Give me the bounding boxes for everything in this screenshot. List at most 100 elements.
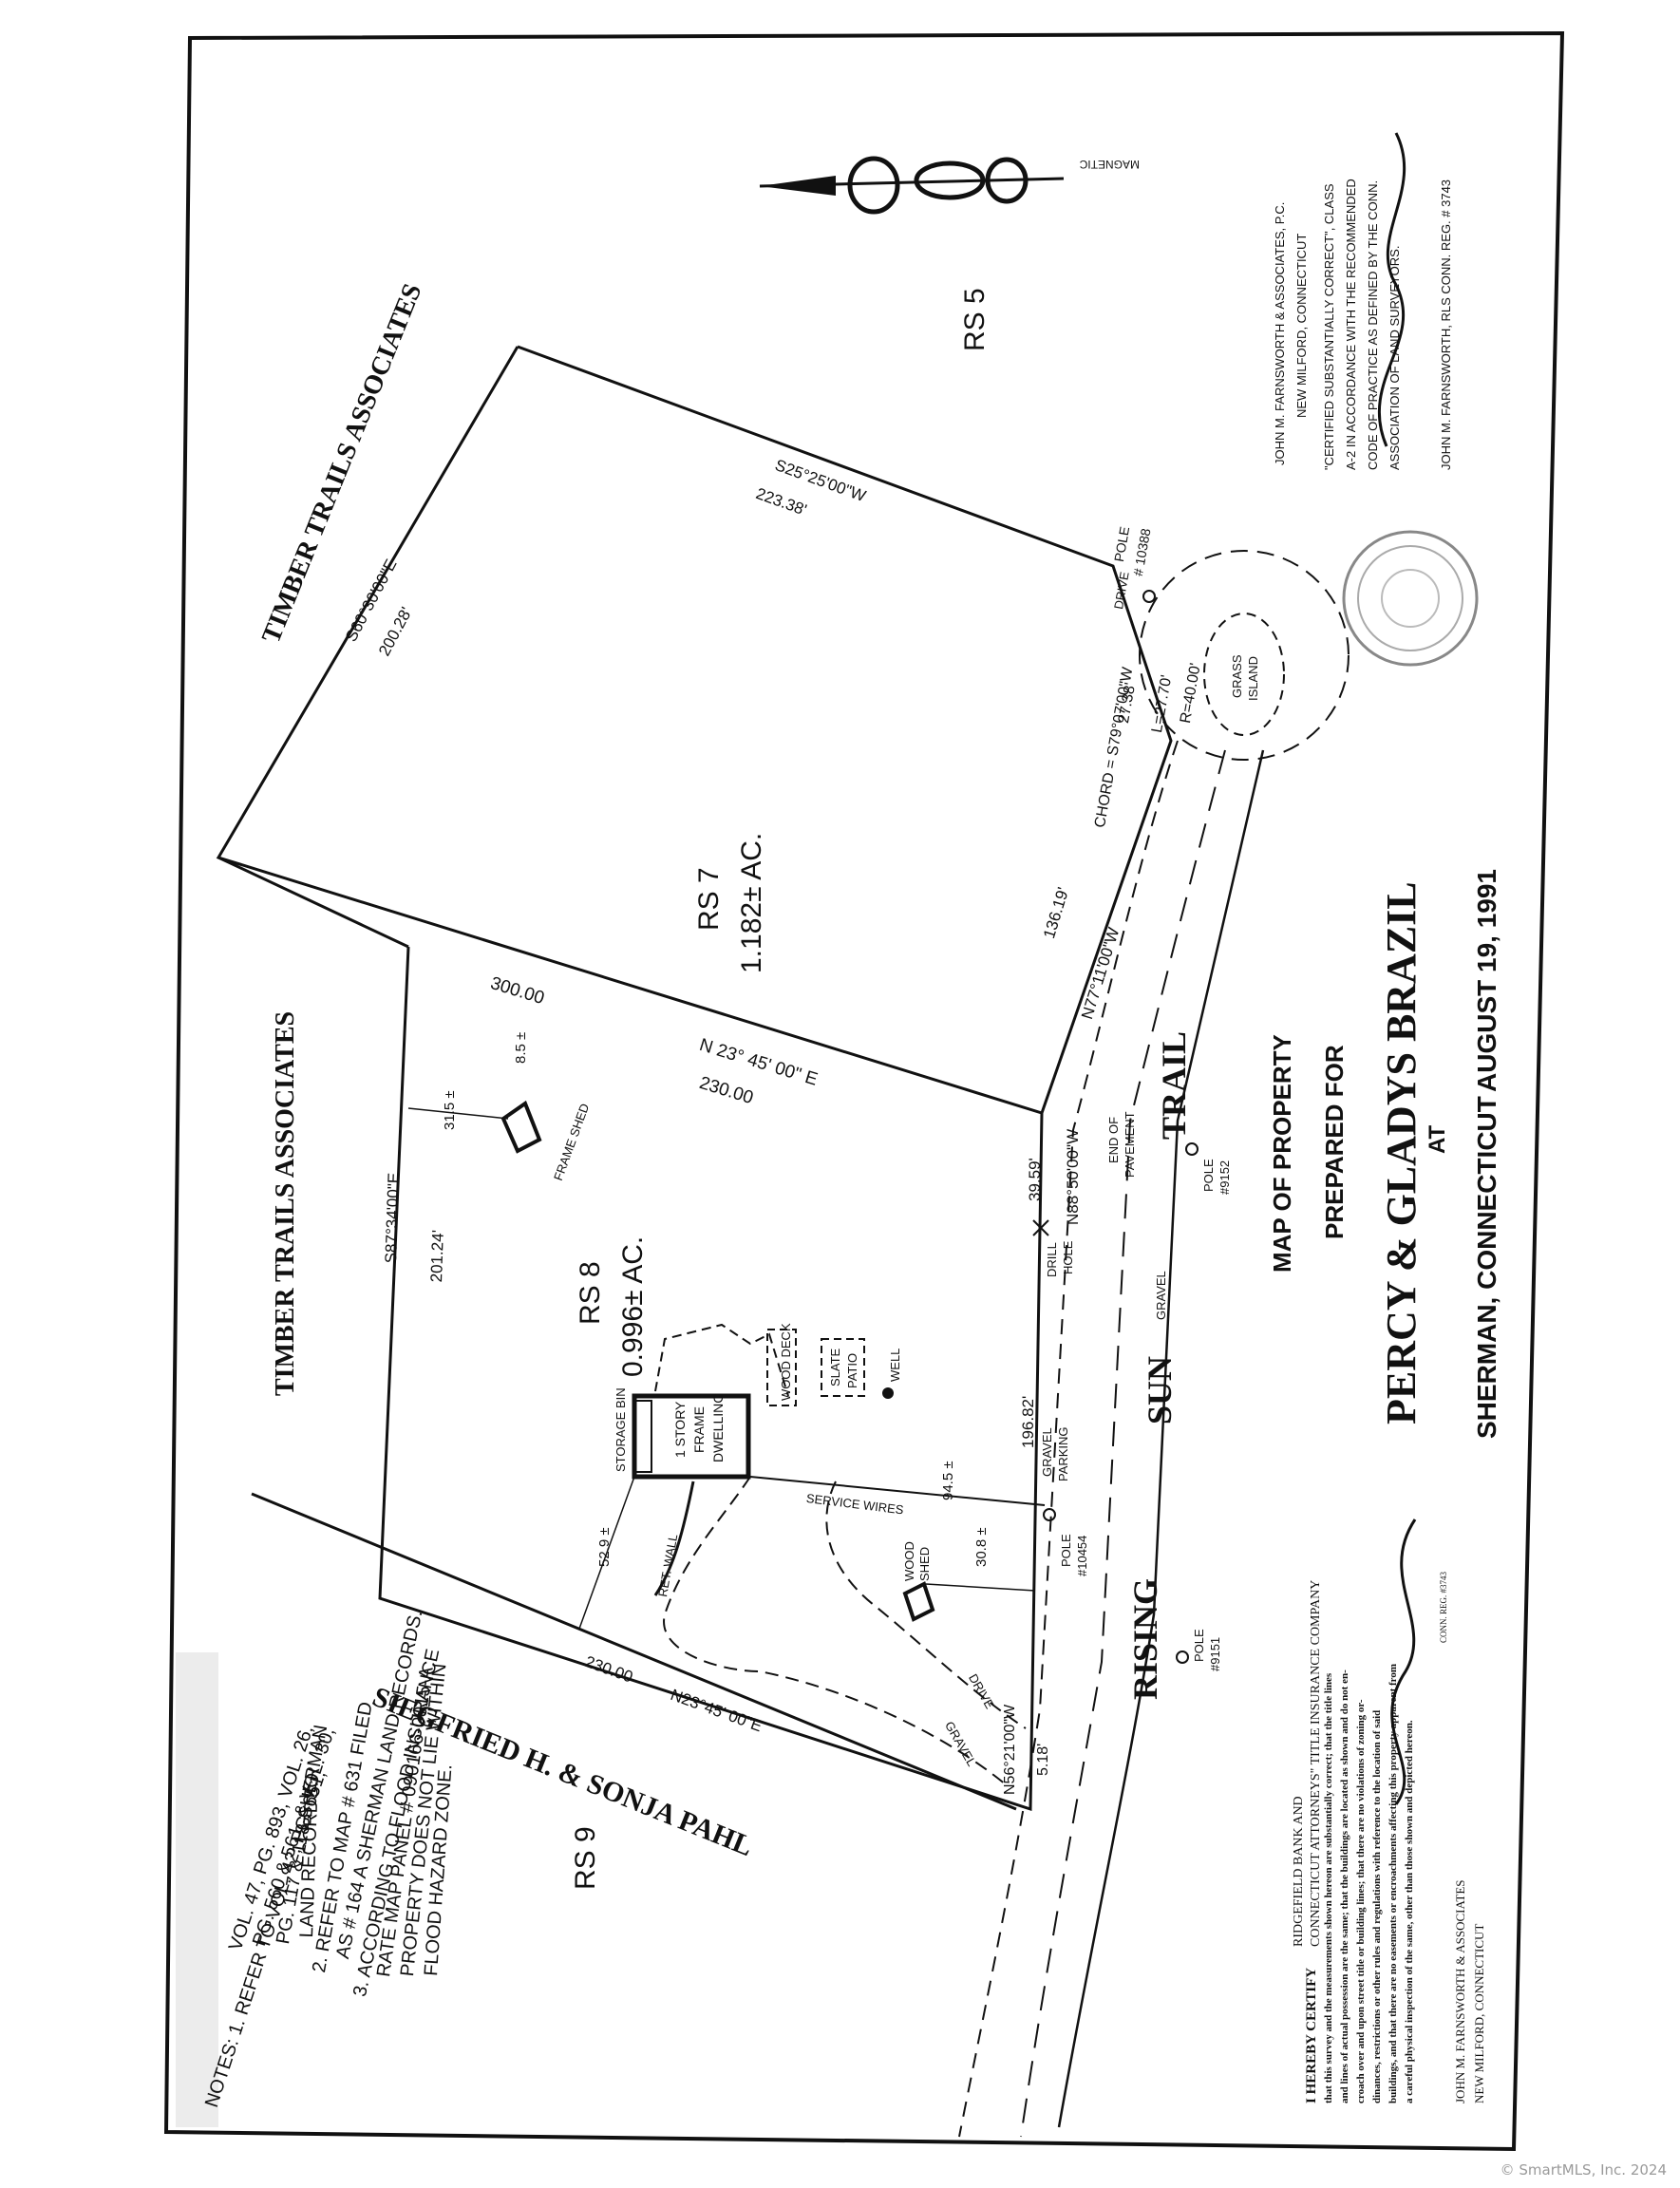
wood-shed-shape <box>902 1581 935 1622</box>
cert-signature-reg: CONN. REG. #3743 <box>1439 1571 1448 1643</box>
lot-rs8-name: RS 8 <box>575 1261 606 1325</box>
offset-52-9: 52.9 ± <box>596 1527 613 1567</box>
drill-hole-label-2: HOLE <box>1061 1240 1075 1274</box>
lot-rs8-area: 0.996± AC. <box>617 1235 649 1377</box>
pole-9152-label-2: #9152 <box>1218 1160 1232 1195</box>
title-at: AT <box>1425 1124 1450 1154</box>
slate-patio-label-2: PATIO <box>845 1352 859 1388</box>
deck-outline <box>654 1323 789 1397</box>
bearing-rs8-top-dist: 201.24' <box>427 1229 447 1283</box>
wood-shed-label-2: SHED <box>917 1546 932 1581</box>
slate-patio-label-1: SLATE <box>828 1348 842 1386</box>
surveyor-signature <box>1377 132 1406 447</box>
pole-marker <box>1142 590 1156 603</box>
bearing-rs8-corner: N56°21'00"W <box>1002 1704 1018 1795</box>
dwelling-label-1: 1 STORY <box>672 1401 688 1458</box>
drill-hole-label-1: DRILL <box>1045 1242 1059 1277</box>
dwelling-label-2: FRAME <box>691 1406 707 1453</box>
surveyor-line-7: JOHN M. FARNSWORTH, RLS CONN. REG. # 374… <box>1439 179 1453 470</box>
bearing-rs8-road: N88°50'00"W <box>1064 1128 1082 1225</box>
bearing-rs8-top: S87°34'00"E <box>382 1172 404 1264</box>
rs7-boundary <box>216 345 1173 1115</box>
pole-9151-label-2: #9151 <box>1208 1636 1222 1671</box>
drill-hole-mark <box>1032 1219 1049 1236</box>
driveway-outline <box>663 1476 1008 1786</box>
offset-line <box>925 1583 1036 1592</box>
offset-line <box>578 1476 635 1630</box>
lot-rs7-name: RS 7 <box>693 867 725 931</box>
cert-body-5: a careful physical inspection of the sam… <box>1404 1720 1415 2103</box>
retaining-wall <box>653 1481 695 1596</box>
dwelling-label-3: DWELLING <box>710 1392 726 1462</box>
cert-to-line-1: RIDGEFIELD BANK AND <box>1292 1796 1306 1947</box>
cul-de-sac <box>1139 550 1350 761</box>
wood-shed-label-1: WOOD <box>902 1541 916 1581</box>
road-trail: TRAIL <box>1155 1030 1193 1140</box>
lot-rs5: RS 5 <box>959 288 991 351</box>
road-rising: RISING <box>1126 1577 1164 1700</box>
pole-10454-label-2: #10454 <box>1075 1535 1089 1576</box>
storage-bin-label: STORAGE BIN <box>613 1387 628 1472</box>
grass-island-shape <box>1203 613 1285 736</box>
frame-shed-shape <box>500 1100 542 1154</box>
title-prepared-for: PREPARED FOR <box>1320 1045 1349 1239</box>
sheet-border <box>163 30 1565 2152</box>
north-arrow <box>759 156 1065 215</box>
bearing-rs8-road-dist: 39.59' <box>1026 1158 1044 1201</box>
fold-shadow <box>176 1652 218 2127</box>
gravel-label: GRAVEL <box>1154 1271 1168 1320</box>
pole-marker <box>1185 1142 1199 1156</box>
pole-marker <box>1043 1508 1056 1521</box>
road-sun: SUN <box>1141 1355 1179 1424</box>
bearing-rs8-corner-dist: 5.18' <box>1035 1743 1051 1776</box>
service-wires-line <box>749 1476 1046 1506</box>
pole-marker <box>1176 1650 1189 1664</box>
wood-deck-shape <box>766 1329 797 1406</box>
surveyor-line-3: A-2 IN ACCORDANCE WITH THE RECOMMENDED <box>1344 179 1358 470</box>
offset-line <box>407 1107 509 1120</box>
pahl-line <box>251 1492 1017 1811</box>
surveyor-line-2: "CERTIFIED SUBSTANTIALLY CORRECT", CLASS <box>1322 183 1336 470</box>
offset-8-5: 8.5 ± <box>513 1031 529 1064</box>
cert-body-3: dinances, restrictions or other rules an… <box>1371 1709 1383 2103</box>
title-date: AUGUST 19, 1991 <box>1472 869 1501 1092</box>
bearing-rs8-road-dist2: 196.82' <box>1019 1395 1037 1448</box>
pole-9151-label-1: POLE <box>1192 1629 1206 1662</box>
cert-body-0: that this survey and the measurements sh… <box>1323 1672 1334 2103</box>
road-edge-north <box>958 740 1179 2138</box>
gravel-parking-label-2: PARKING <box>1056 1426 1070 1481</box>
surveyor-line-1: NEW MILFORD, CONNECTICUT <box>1294 233 1309 418</box>
cert-heading: I HEREBY CERTIFY <box>1304 1967 1319 2103</box>
cert-firm: JOHN M. FARNSWORTH & ASSOCIATES <box>1453 1879 1467 2103</box>
storage-bin-shape <box>633 1400 652 1473</box>
lot-rs7-area: 1.182± AC. <box>736 832 767 973</box>
road-centerline <box>1020 749 1226 2138</box>
timber-line <box>217 856 409 949</box>
abutter-timber-2: TIMBER TRAILS ASSOCIATES <box>271 1010 300 1396</box>
surveyor-seal <box>1342 530 1479 667</box>
certifier-signature <box>1390 1518 1417 1805</box>
cert-town: NEW MILFORD, CONNECTICUT <box>1472 1923 1486 2103</box>
offset-30-8: 30.8 ± <box>973 1527 990 1567</box>
title-location: SHERMAN, CONNECTICUT <box>1472 1096 1501 1439</box>
surveyor-line-4: CODE OF PRACTICE AS DEFINED BY THE CONN. <box>1366 179 1380 470</box>
north-arrow-label: MAGNETIC <box>1079 158 1140 171</box>
end-of-pavement-label-2: PAVEMENT <box>1123 1111 1137 1178</box>
rs8-boundary <box>378 946 1044 1812</box>
cert-to-line-2: CONNECTICUT ATTORNEYS" TITLE INSURANCE C… <box>1309 1579 1323 1947</box>
title-map-of-property: MAP OF PROPERTY <box>1268 1034 1296 1273</box>
end-of-pavement-label-1: END OF <box>1106 1116 1121 1163</box>
watermark: © SmartMLS, Inc. 2024 <box>1500 2161 1667 2179</box>
grass-island-label-2: ISLAND <box>1246 656 1260 701</box>
cert-body-2: croach over and upon street title or bui… <box>1355 1699 1367 2103</box>
driveway-outline <box>825 1481 1027 1729</box>
grass-island-label-1: GRASS <box>1230 654 1244 698</box>
pole-10454-label-1: POLE <box>1059 1534 1073 1567</box>
wood-deck-label: WOOD DECK <box>779 1323 793 1401</box>
cert-body-4: buildings, and that there are no easemen… <box>1387 1663 1399 2103</box>
surveyor-line-0: JOHN M. FARNSWORTH & ASSOCIATES, P.C. <box>1273 201 1287 465</box>
well-marker <box>882 1387 894 1399</box>
title-owners: PERCY & GLADYS BRAZIL <box>1378 881 1425 1424</box>
